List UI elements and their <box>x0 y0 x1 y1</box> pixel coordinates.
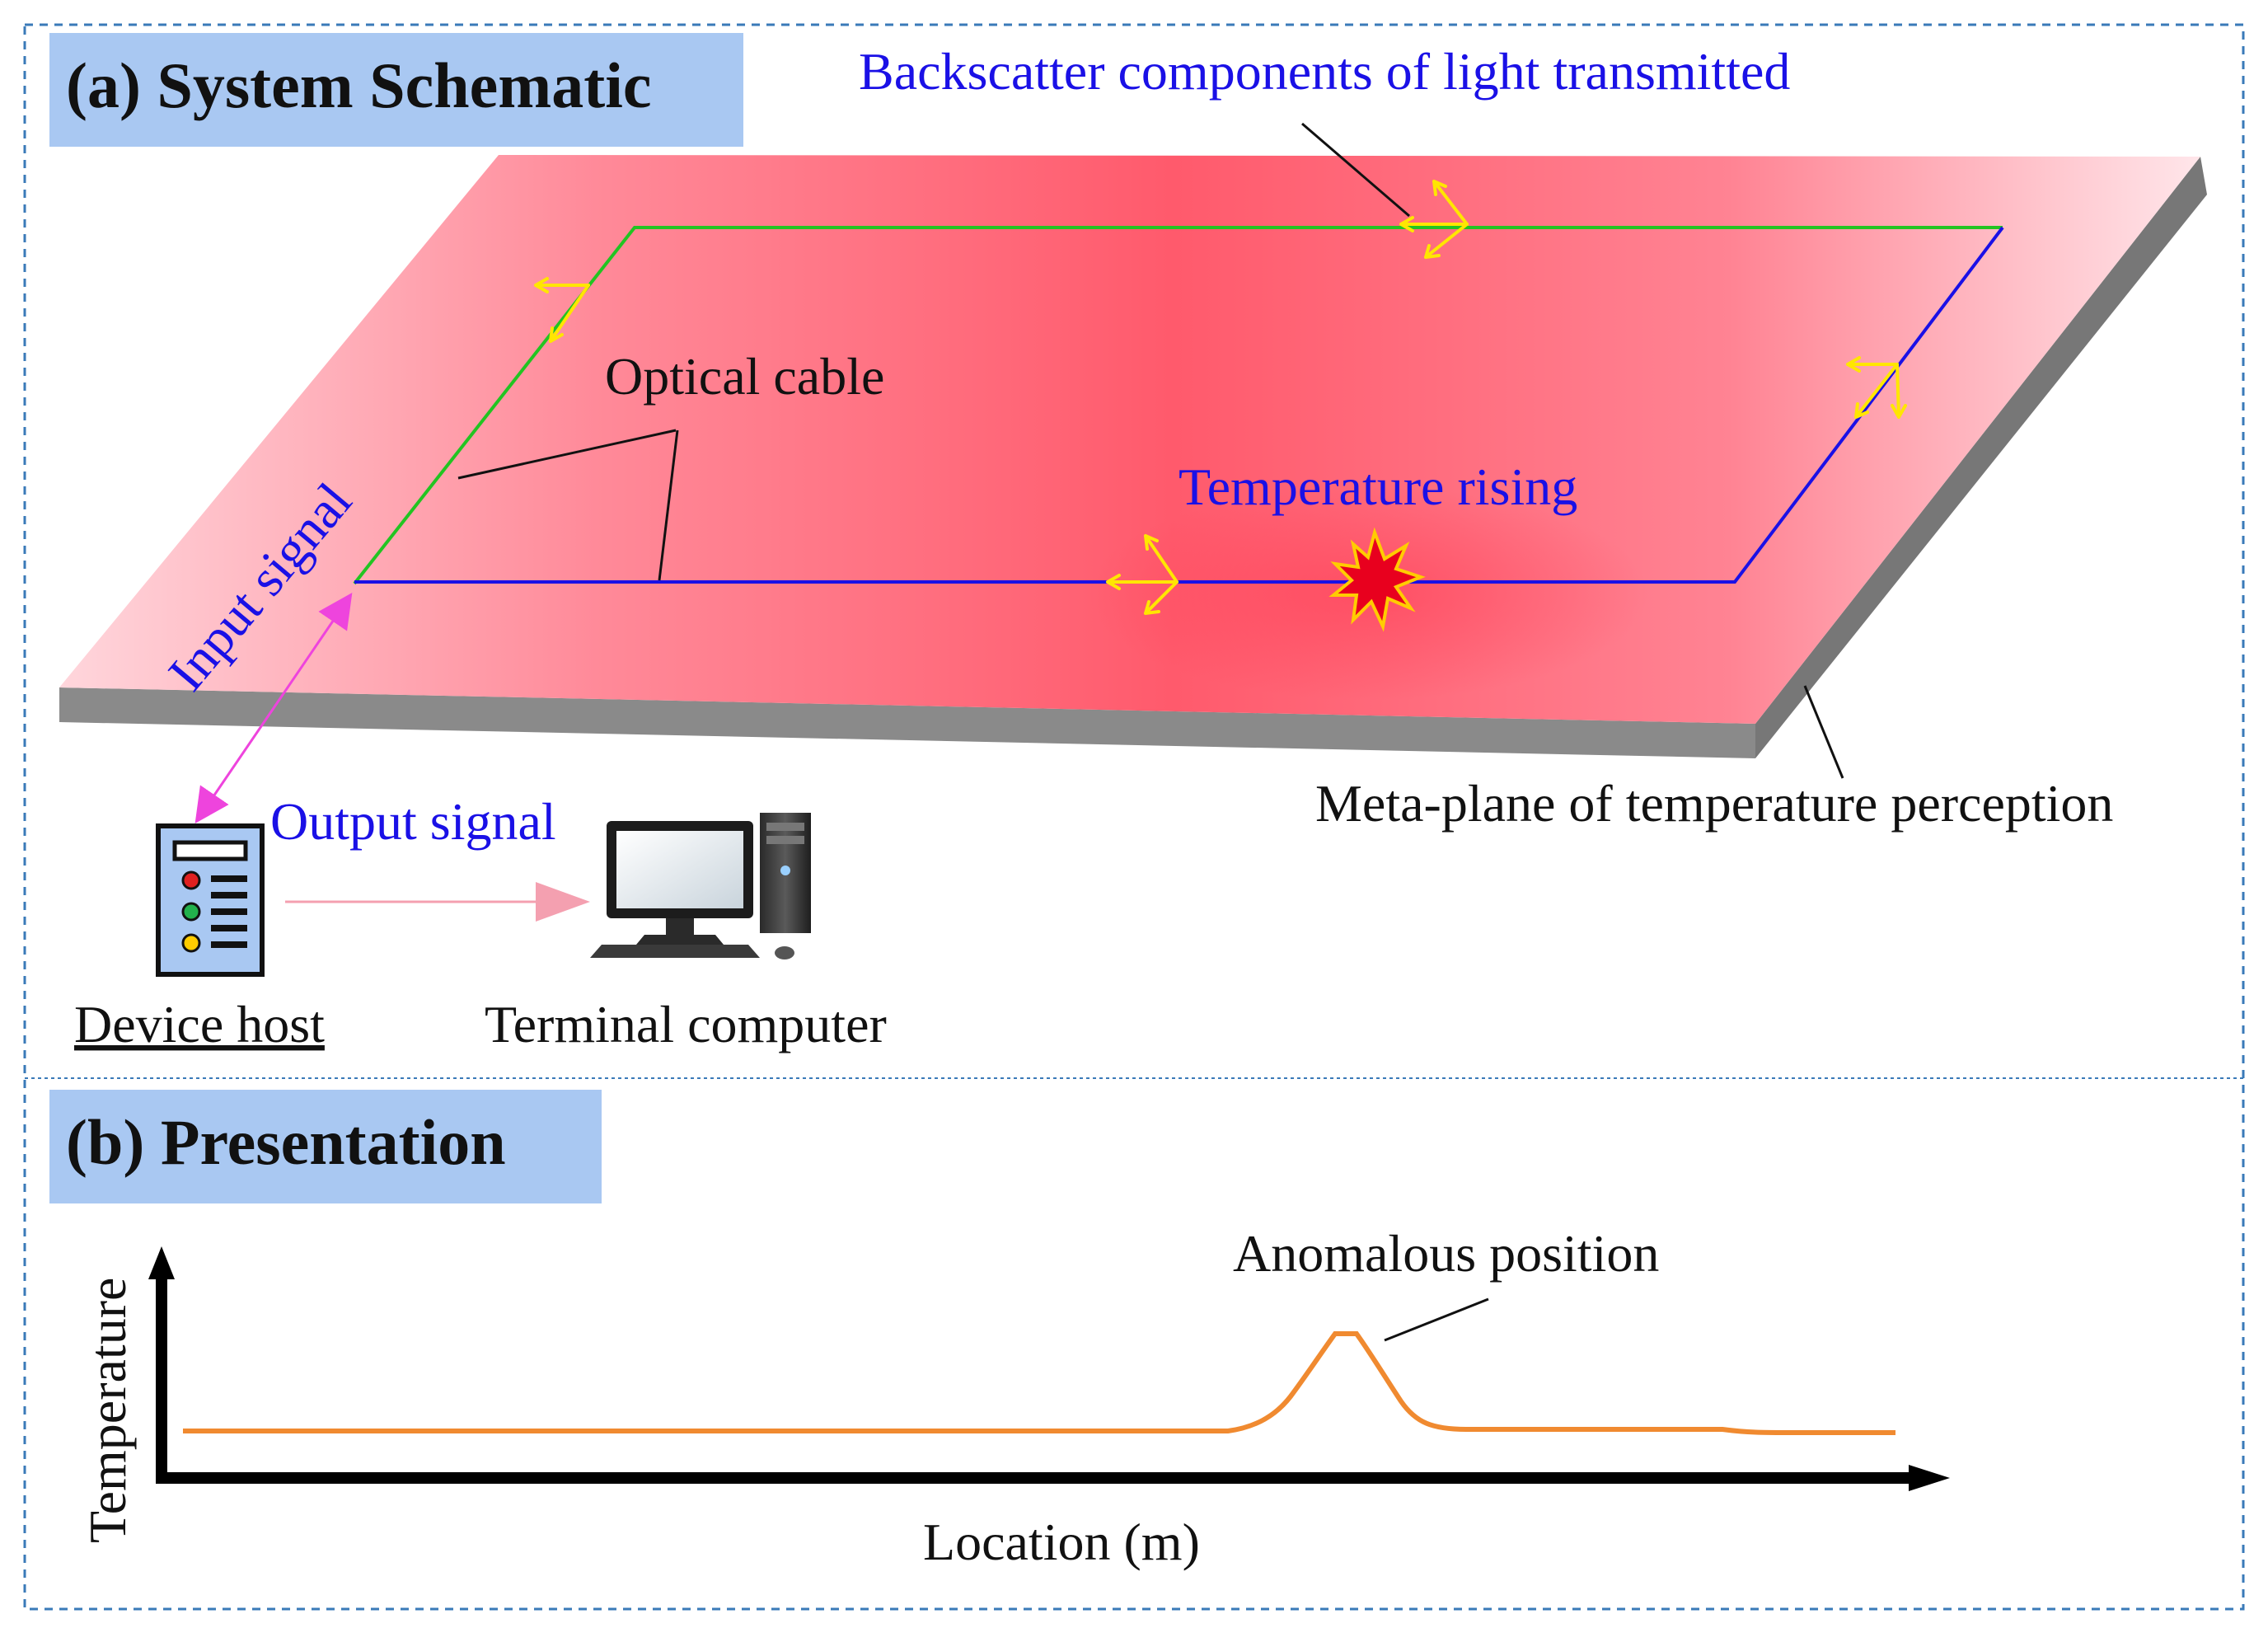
cable-blue-segment <box>354 226 2004 584</box>
panel-a-title: (a) System Schematic <box>66 49 652 121</box>
desktop-computer-icon <box>590 813 811 959</box>
device-host-icon <box>156 823 265 977</box>
x-axis-label: Location (m) <box>923 1513 1200 1571</box>
scatter-arrow-icon <box>534 180 1907 615</box>
panel-a-header-box <box>49 33 743 147</box>
terminal-computer-label: Terminal computer <box>485 995 887 1053</box>
anomaly-label: Anomalous position <box>1233 1224 1659 1283</box>
meta-plane-label: Meta-plane of temperature perception <box>1315 774 2113 833</box>
optical-cable-leader-left <box>457 429 677 480</box>
starburst-icon <box>1328 527 1426 632</box>
temperature-rising-label: Temperature rising <box>1179 457 1577 516</box>
meta-plane-leader <box>1803 685 1844 779</box>
outer-frame <box>23 23 2245 1611</box>
panel-a: (a) System Schematic <box>49 33 2207 1053</box>
plane-front-side <box>59 687 1755 758</box>
optical-cable-label: Optical cable <box>605 347 884 406</box>
temperature-curve <box>183 1331 1895 1435</box>
device-host-label: Device host <box>74 995 325 1053</box>
y-axis-label: Temperature <box>78 1278 137 1543</box>
meta-plane <box>59 155 2207 758</box>
anomaly-leader <box>1384 1297 1489 1342</box>
input-signal-arrow <box>194 593 353 823</box>
panel-b: (b) Presentation Anomalous position Loca… <box>49 1090 1950 1571</box>
backscatter-label: Backscatter components of light transmit… <box>859 42 1790 101</box>
optical-cable-loop <box>353 226 2004 585</box>
panel-b-header-box <box>49 1090 602 1203</box>
y-axis-arrowhead <box>148 1246 175 1279</box>
optical-cable-leader-right <box>658 429 679 581</box>
cable-green-segment <box>353 226 2003 585</box>
plane-right-side <box>1755 157 2207 758</box>
output-signal-label: Output signal <box>270 792 556 851</box>
backscatter-leader <box>1301 122 1410 218</box>
x-axis-arrowhead <box>1909 1465 1950 1491</box>
panel-b-title: (b) Presentation <box>66 1106 506 1178</box>
